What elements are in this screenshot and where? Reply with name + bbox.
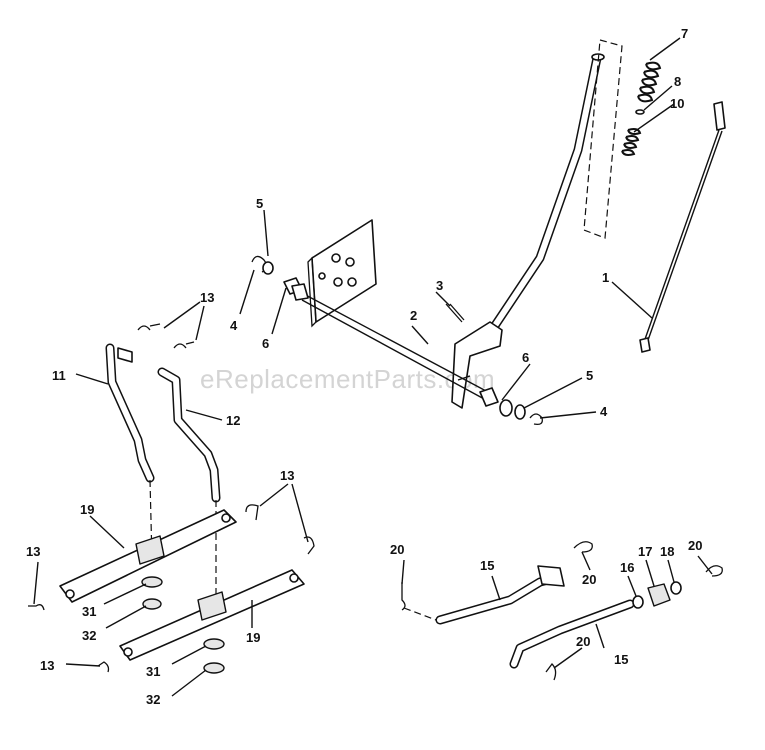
- clip-13-c: [28, 604, 45, 611]
- handle-grip-outline: [583, 39, 623, 239]
- lift-arm-lower: [119, 569, 305, 661]
- callout-8: 8: [674, 74, 681, 89]
- hardware-16-17-18: [632, 581, 682, 609]
- lift-link-12: [157, 367, 221, 503]
- clip-13-d: [97, 661, 110, 673]
- callout-6-upper: 6: [262, 336, 269, 351]
- washer-8: [635, 109, 645, 115]
- lift-lever: [451, 53, 605, 409]
- callout-3: 3: [436, 278, 443, 293]
- callout-19-upper: 19: [80, 502, 94, 517]
- callout-20-a: 20: [390, 542, 404, 557]
- leader-lines: [33, 37, 713, 697]
- callout-15-upper: 15: [480, 558, 494, 573]
- callout-5-upper: 5: [256, 196, 263, 211]
- callout-31-upper: 31: [82, 604, 96, 619]
- callout-13-top: 13: [200, 290, 214, 305]
- adjust-rod-lower: [509, 599, 635, 669]
- spring-10: [621, 128, 642, 156]
- bushings-lower: [203, 638, 225, 674]
- callout-32-lower: 32: [146, 692, 160, 707]
- lift-link-11: [105, 343, 155, 483]
- callout-4-lower: 4: [600, 404, 608, 419]
- cross-shaft: [283, 277, 526, 420]
- callout-13-right: 13: [280, 468, 294, 483]
- callout-13-bottom: 13: [40, 658, 54, 673]
- callout-13-left: 13: [26, 544, 40, 559]
- clip-upper: [251, 255, 274, 275]
- callout-11: 11: [52, 368, 66, 383]
- callout-20-d: 20: [576, 634, 590, 649]
- callout-12: 12: [226, 413, 240, 428]
- clip-20-a: [401, 582, 406, 611]
- adjust-rod: [639, 101, 726, 353]
- lift-arm-upper: [59, 509, 237, 603]
- callout-2: 2: [410, 308, 417, 323]
- callout-4-upper: 4: [230, 318, 238, 333]
- callout-20-c: 20: [688, 538, 702, 553]
- spring-7: [637, 61, 662, 103]
- callout-16: 16: [620, 560, 634, 575]
- clip-20-c: [705, 565, 723, 577]
- callout-32-upper: 32: [82, 628, 96, 643]
- callout-6-lower: 6: [522, 350, 529, 365]
- mounting-bracket: [307, 219, 377, 328]
- clip-13-b: [303, 536, 315, 555]
- watermark: eReplacementParts.com: [200, 364, 495, 394]
- callout-18: 18: [660, 544, 674, 559]
- clip-20-d: [545, 663, 557, 681]
- pin-13-top: [137, 323, 195, 349]
- callout-10: 10: [670, 96, 684, 111]
- clip-20-b: [573, 541, 593, 553]
- callout-15-lower: 15: [614, 652, 628, 667]
- clip-13-a: [245, 504, 259, 521]
- callout-1: 1: [602, 270, 609, 285]
- clip-lower: [529, 413, 543, 426]
- callout-5-lower: 5: [586, 368, 593, 383]
- rod-dash-upper: [403, 607, 437, 621]
- callout-17: 17: [638, 544, 652, 559]
- callout-7: 7: [681, 26, 688, 41]
- callouts: 7 8 10 1 3 2 5 4 6 6 5 4 13 11 12 13 19 …: [26, 26, 702, 707]
- adjust-rod-upper: [435, 565, 565, 625]
- callout-20-b: 20: [582, 572, 596, 587]
- callout-31-lower: 31: [146, 664, 160, 679]
- callout-19-lower: 19: [246, 630, 260, 645]
- bushings-upper: [141, 576, 163, 610]
- cotter-pin-3: [445, 303, 465, 323]
